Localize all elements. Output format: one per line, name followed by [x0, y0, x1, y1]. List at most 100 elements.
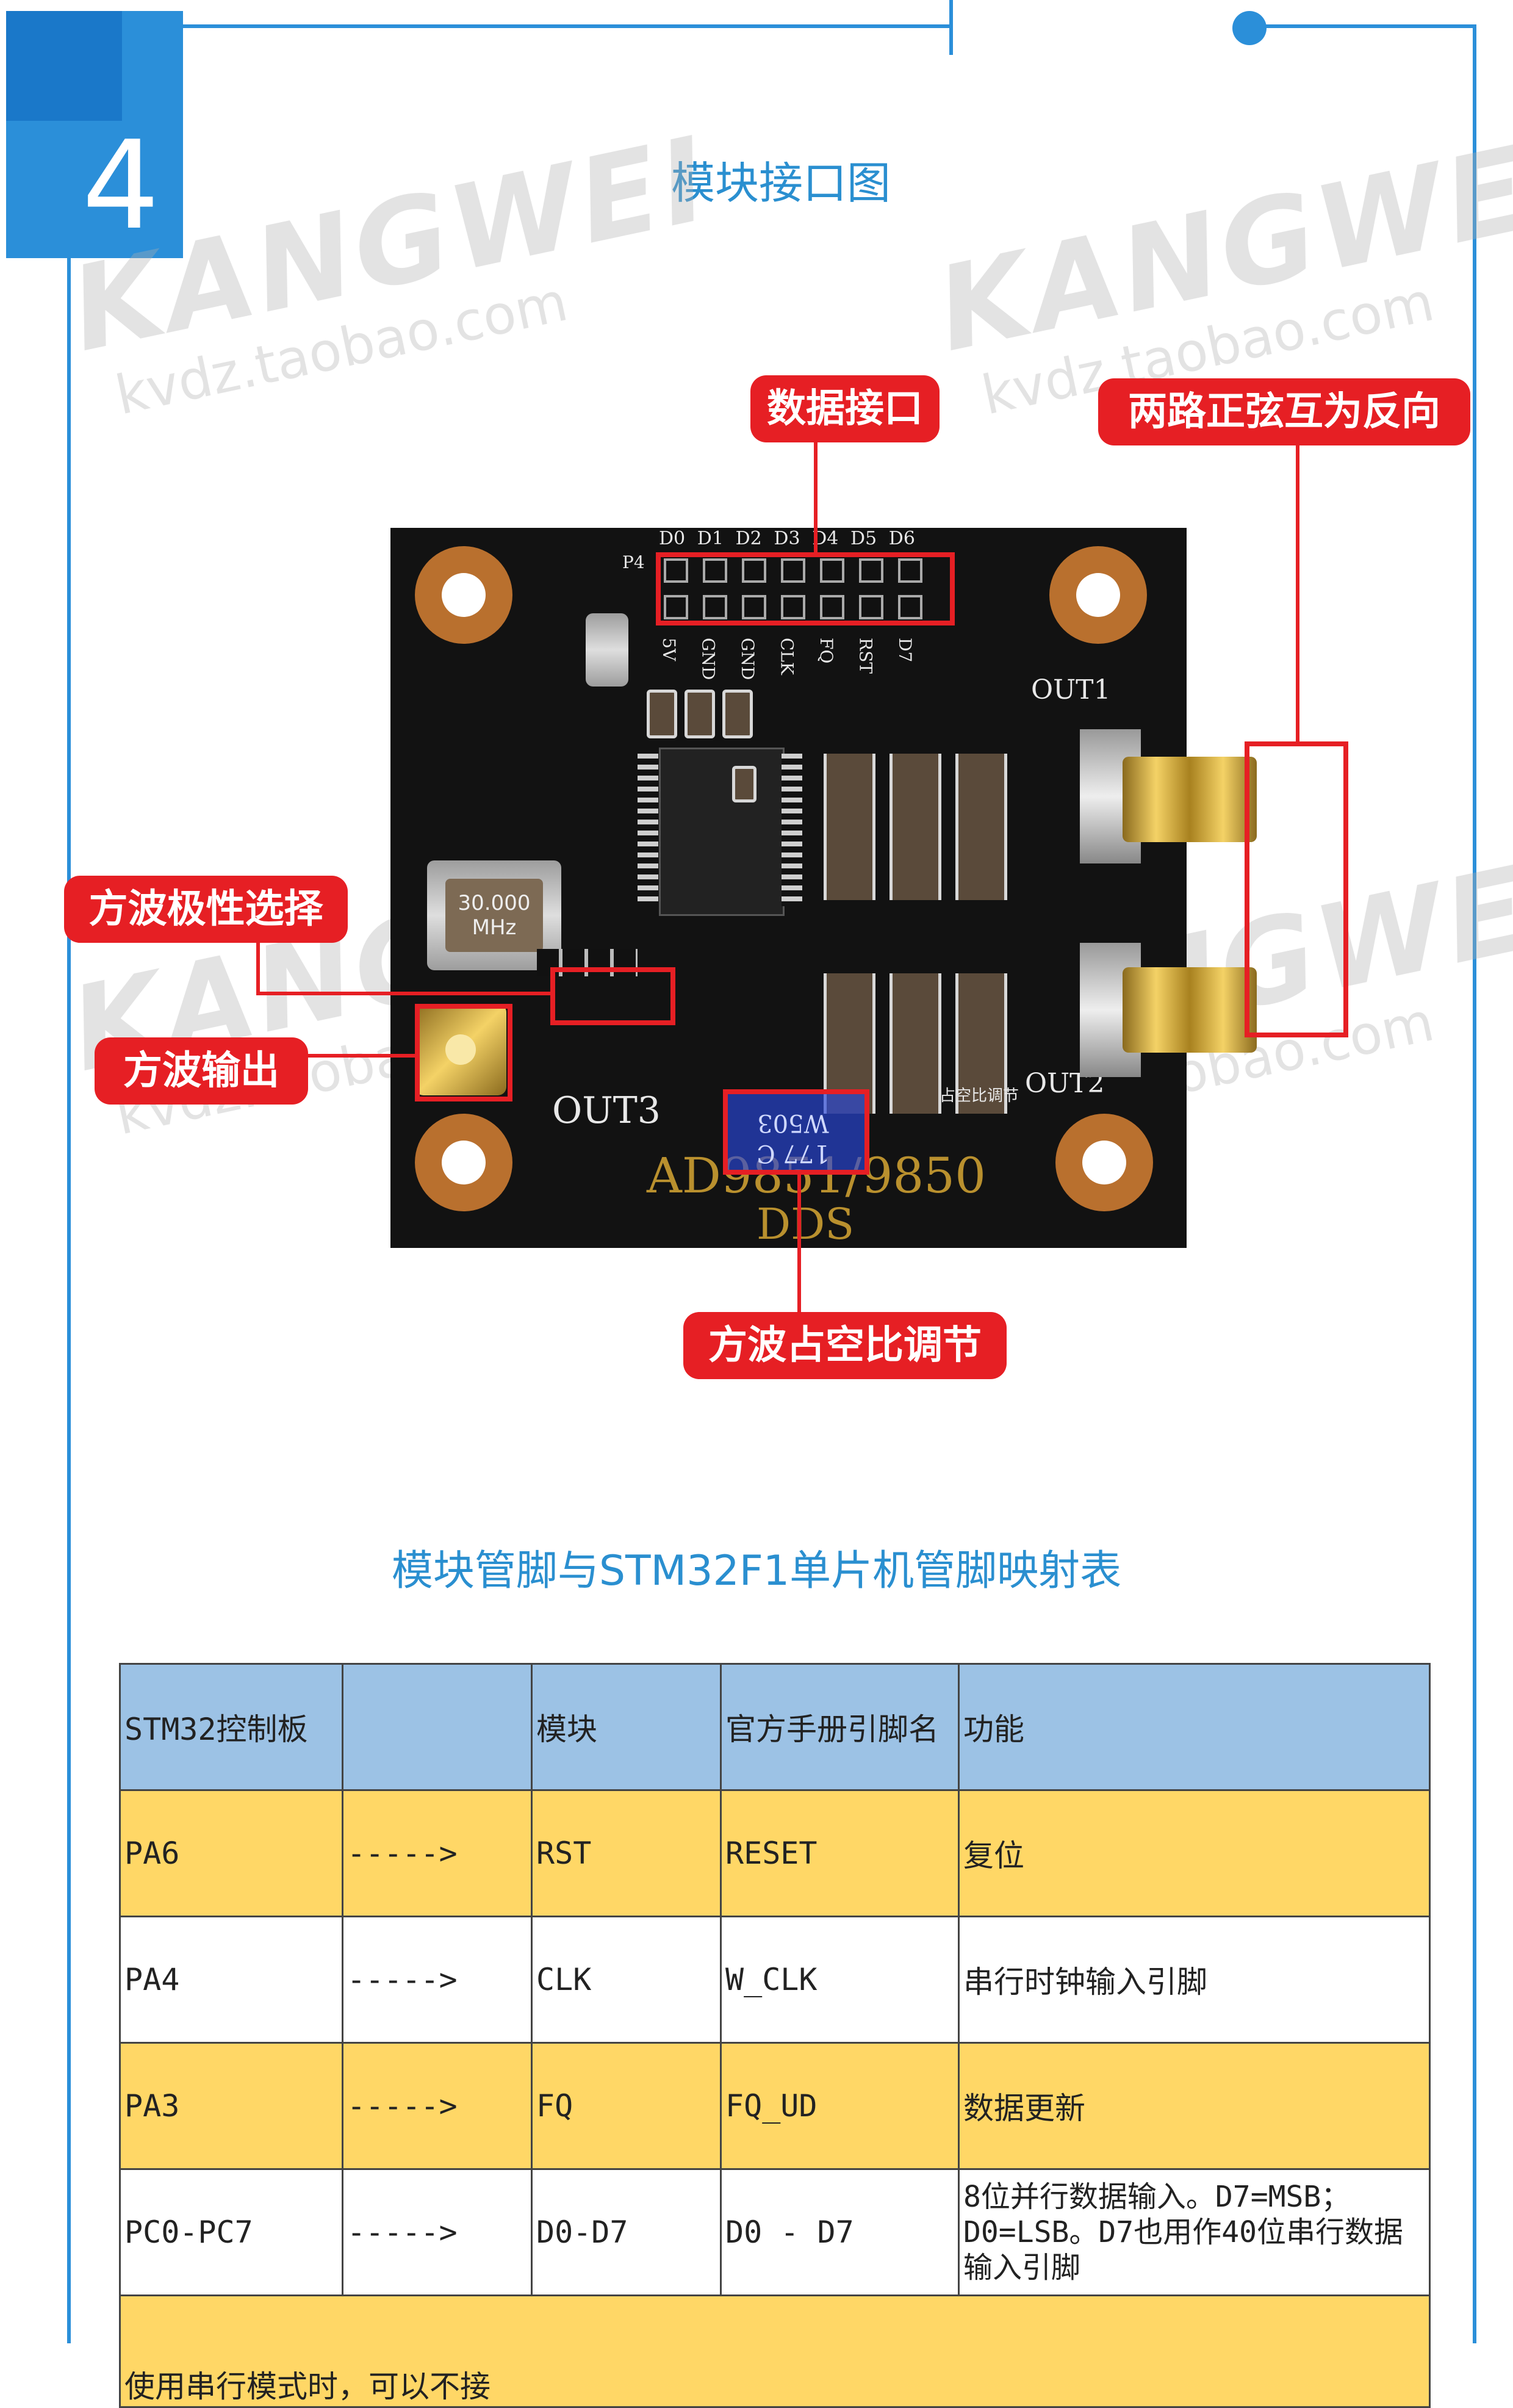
header-line-right-vertical — [1473, 24, 1476, 2343]
table-row-partial: 使用串行模式时，可以不接 — [119, 2294, 1431, 2408]
callout-line-polarity-v — [256, 934, 260, 995]
pin-label: RST — [855, 638, 876, 674]
pin-label: D2 — [735, 528, 762, 549]
dds-label: DDS — [756, 1199, 855, 1249]
mounting-hole-tl — [415, 546, 512, 644]
callout-line-sine — [1296, 445, 1299, 744]
callout-two-sine: 两路正弦互为反向 — [1098, 378, 1470, 445]
callout-square-polarity: 方波极性选择 — [64, 876, 348, 943]
header-pin — [781, 558, 805, 583]
pin-label: D7 — [895, 638, 915, 663]
callout-duty-adjust: 方波占空比调节 — [683, 1312, 1007, 1379]
sma-out3-icon — [415, 1004, 506, 1095]
step-number: 4 — [82, 115, 160, 257]
chip-legs-left — [638, 754, 658, 906]
capacitor-c21 — [586, 613, 628, 687]
callout-line-square-output — [305, 1054, 418, 1058]
table-cell: PA3 — [119, 2042, 343, 2170]
table-cell: -----> — [342, 1916, 533, 2044]
table-cell: D0-D7 — [531, 2168, 722, 2296]
smd-component — [647, 690, 677, 738]
pin-label: 5V — [659, 638, 679, 661]
pin-label: FQ — [816, 638, 836, 664]
pin-label: GND — [698, 638, 719, 680]
table-row: PA3 -----> FQ FQ_UD 数据更新 — [119, 2042, 1431, 2170]
callout-line-polarity-h — [256, 992, 552, 995]
pin-labels-bottom: 5V GND GND CLK FQ RST D7 — [659, 638, 915, 680]
header-pin — [859, 558, 883, 583]
pin-mapping-table: STM32控制板 模块 官方手册引脚名 功能 PA6 -----> RST RE… — [119, 1663, 1431, 2408]
table-row: PA4 -----> CLK W_CLK 串行时钟输入引脚 — [119, 1916, 1431, 2044]
pin-label: D3 — [774, 528, 800, 549]
header-line-top — [73, 24, 952, 28]
duty-silk: 占空比调节 — [940, 1087, 1019, 1105]
table-cell: W_CLK — [720, 1916, 960, 2044]
table-cell: CLK — [531, 1916, 722, 2044]
table-cell: 8位并行数据输入。D7=MSB；D0=LSB。D7也用作40位串行数据输入引脚 — [958, 2168, 1431, 2296]
header-pin — [820, 558, 844, 583]
header-pin — [664, 595, 688, 619]
smd-component — [685, 690, 715, 738]
step-badge-corner — [6, 11, 122, 121]
table-cell: PC0-PC7 — [119, 2168, 343, 2296]
sma-out3-center — [445, 1034, 476, 1065]
header-pin — [664, 558, 688, 583]
highlight-duty-pot — [723, 1089, 869, 1175]
table-header-cell: 功能 — [958, 1663, 1431, 1791]
highlight-data-port — [656, 552, 955, 625]
callout-line-duty — [797, 1172, 801, 1315]
smd-component — [732, 766, 756, 802]
pin-labels-top: D0 D1 D2 D3 D4 D5 D6 — [659, 528, 915, 549]
table-cell: -----> — [342, 1789, 533, 1917]
mounting-hole-tr — [1049, 546, 1147, 644]
callout-line-data-port — [814, 439, 818, 555]
header-pin — [742, 595, 766, 619]
header-pin — [820, 595, 844, 619]
table-title: 模块管脚与STM32F1单片机管脚映射表 — [391, 1547, 1122, 1595]
crystal-label: 30.000 MHz — [445, 879, 543, 952]
sma-out1-icon — [1123, 757, 1257, 842]
header-ref: P4 — [622, 552, 645, 572]
table-cell: 使用串行模式时，可以不接 — [119, 2294, 1431, 2408]
dds-module-board: P4 D0 D1 D2 D3 D4 D5 D6 5V GND GND CLK F… — [390, 528, 1257, 1249]
highlight-polarity-jumper — [550, 967, 675, 1025]
pin-label: GND — [738, 638, 758, 680]
pin-label: D0 — [659, 528, 686, 549]
header-dot-icon — [1232, 11, 1267, 45]
dds-chip — [659, 748, 785, 916]
header-pin — [703, 595, 727, 619]
smd-component — [722, 690, 753, 738]
header-pin — [859, 595, 883, 619]
header-line-right — [1251, 24, 1476, 28]
mounting-hole-bl — [415, 1114, 512, 1211]
header-pin — [898, 558, 922, 583]
header-pin — [742, 558, 766, 583]
table-header-cell — [342, 1663, 533, 1791]
table-header-row: STM32控制板 模块 官方手册引脚名 功能 — [119, 1663, 1431, 1791]
table-cell: FQ — [531, 2042, 722, 2170]
table-cell: 复位 — [958, 1789, 1431, 1917]
chip-legs-right — [782, 754, 802, 906]
table-cell: D0 - D7 — [720, 2168, 960, 2296]
header-pin — [898, 595, 922, 619]
out3-label: OUT3 — [552, 1089, 661, 1132]
highlight-sine-outputs — [1245, 741, 1348, 1037]
pin-label: CLK — [777, 638, 797, 675]
table-row: PC0-PC7 -----> D0-D7 D0 - D7 8位并行数据输入。D7… — [119, 2168, 1431, 2296]
out1-label: OUT1 — [1031, 674, 1111, 705]
table-cell: 串行时钟输入引脚 — [958, 1916, 1431, 2044]
table-cell: -----> — [342, 2042, 533, 2170]
table-cell: PA6 — [119, 1789, 343, 1917]
table-header-cell: 官方手册引脚名 — [720, 1663, 960, 1791]
highlight-square-output — [415, 1004, 512, 1101]
passive-array-top — [818, 754, 1013, 900]
header-line-left-vertical — [67, 24, 71, 2343]
mounting-hole-br — [1055, 1114, 1153, 1211]
pin-label: D5 — [850, 528, 877, 549]
table-cell: PA4 — [119, 1916, 343, 2044]
table-cell: FQ_UD — [720, 2042, 960, 2170]
callout-data-port: 数据接口 — [750, 375, 940, 442]
table-cell: 数据更新 — [958, 2042, 1431, 2170]
table-cell: RESET — [720, 1789, 960, 1917]
pin-label: D1 — [697, 528, 724, 549]
